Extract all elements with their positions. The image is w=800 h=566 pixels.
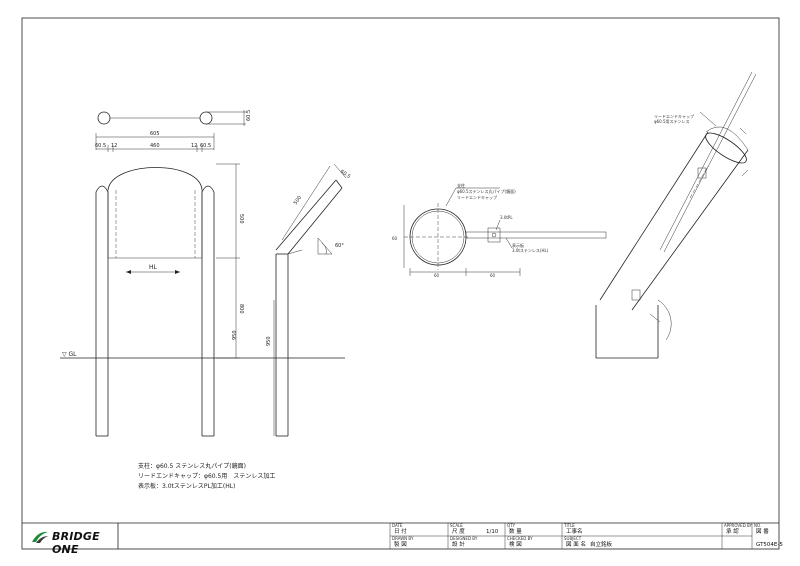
- bridge-one-logo-icon: [32, 531, 48, 543]
- svg-text:3.0tPL: 3.0tPL: [500, 215, 513, 220]
- dim-12-right: 12: [191, 143, 197, 149]
- svg-text:60: 60: [490, 273, 496, 278]
- dim-950-side: 950: [266, 336, 272, 346]
- tb-date-value: 日 付: [394, 527, 407, 535]
- tb-scale-ratio: 1/10: [486, 529, 499, 535]
- section-plate: [465, 231, 607, 239]
- detail-pipe: [599, 131, 709, 301]
- note-1: 支柱：φ60.5 ステンレス丸パイプ(鏡面): [138, 462, 246, 470]
- dim-605: 605: [150, 131, 160, 137]
- brand-logo: BRIDGE ONE: [30, 527, 130, 556]
- tb-qty-label: QTY: [507, 523, 516, 528]
- tb-designed-label: DESIGNED BY: [450, 536, 478, 541]
- dim-950-front: 950: [232, 330, 238, 340]
- title-block: DATE 日 付 SCALE 尺 度 1/10 QTY 数 量 TITLE 工事…: [22, 522, 783, 549]
- angle-label: 60°: [335, 243, 344, 249]
- svg-text:60: 60: [392, 236, 398, 241]
- tb-title-label: TITLE: [563, 523, 575, 528]
- svg-text:リードエンドキャップ: リードエンドキャップ: [457, 194, 497, 200]
- dim-60-5-right: 60.5: [200, 143, 211, 149]
- notes: 支柱：φ60.5 ステンレス丸パイプ(鏡面) リードエンドキャップ：φ60.5用…: [138, 462, 275, 490]
- dim-500-side: 500: [293, 195, 303, 206]
- svg-text:φ60.5用ステンレス: φ60.5用ステンレス: [654, 118, 690, 124]
- dim-460: 460: [150, 143, 160, 149]
- tb-scale-value: 尺 度: [452, 527, 465, 535]
- tb-checked-label: CHECKED BY: [507, 536, 533, 541]
- tb-subject-value: 自立銘板: [590, 540, 613, 548]
- svg-text:3.0tステンレス(HL): 3.0tステンレス(HL): [512, 247, 549, 253]
- dim-60-5-left: 60.5: [95, 143, 106, 149]
- sheet-border: [21, 17, 780, 550]
- dim-60-5-side: 60.5: [339, 169, 352, 180]
- section-detail: 60 60 60 支柱 φ60.5ステンレス丸パイプ(鏡面) リードエンドキャッ…: [392, 182, 607, 278]
- svg-text:リードエンドキャップ: リードエンドキャップ: [654, 113, 694, 119]
- dim-12-left: 12: [111, 143, 117, 149]
- tb-scale-label: SCALE: [450, 523, 463, 528]
- svg-text:φ60.5ステンレス丸パイプ(鏡面): φ60.5ステンレス丸パイプ(鏡面): [457, 188, 516, 194]
- tb-title-value: 工事名: [566, 527, 583, 535]
- front-view: 60.5 605 60.5 12 460 12 60.5: [60, 110, 345, 437]
- dim-800: 800: [238, 304, 244, 314]
- tb-drawn-value: 製 図: [394, 540, 407, 548]
- dim-60-5-top: 60.5: [246, 110, 252, 121]
- side-view: 500 60.5 60° 950 950: [232, 163, 352, 437]
- svg-text:60: 60: [434, 273, 440, 278]
- svg-text:表示板: 表示板: [512, 242, 524, 248]
- tb-date-label: DATE: [392, 523, 403, 528]
- tb-drawing-no: GT504E-5: [756, 542, 783, 548]
- brand-name: BRIDGE ONE: [52, 530, 100, 556]
- gl-label: ▽ GL: [62, 351, 77, 358]
- enlarged-detail: リードエンドキャップ φ60.5用ステンレス: [595, 71, 757, 359]
- tb-subject-name-label: 図 面 名: [566, 540, 586, 548]
- tb-approved-label: APPROVED BY: [724, 523, 753, 528]
- tb-no-label: NO.: [754, 523, 761, 528]
- note-2: リードエンドキャップ：φ60.5用 ステンレス加工: [138, 472, 275, 480]
- top-circle-left: [97, 111, 111, 125]
- svg-text:支柱: 支柱: [457, 182, 465, 188]
- dim-500-front: 500: [238, 214, 244, 224]
- tb-designed-value: 設 計: [452, 540, 465, 548]
- tb-drawn-label: DRAWN BY: [392, 536, 414, 541]
- tb-subject-label: SUBJECT: [564, 536, 582, 541]
- side-sign-plate: [275, 179, 337, 251]
- hl-label: HL: [149, 264, 158, 271]
- tb-qty-value: 数 量: [509, 527, 522, 535]
- sign-plate-arch: [107, 167, 203, 191]
- top-circle-right: [199, 111, 213, 125]
- tb-checked-value: 検 図: [509, 540, 522, 548]
- tb-no-value: 図 番: [756, 528, 769, 535]
- tb-approved-value: 承 認: [726, 527, 739, 535]
- note-3: 表示板：3.0tステンレスPL加工(HL): [138, 482, 235, 490]
